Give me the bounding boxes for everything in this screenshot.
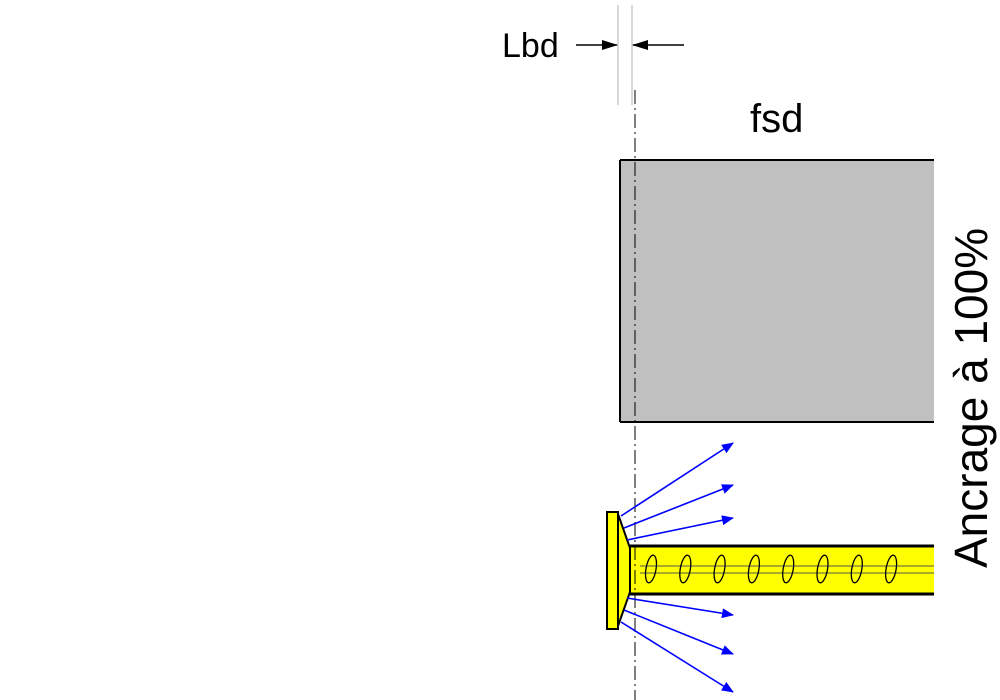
rebar-rib bbox=[747, 554, 761, 584]
force-arrow-upper-2 bbox=[623, 484, 734, 529]
force-arrow-lower-3 bbox=[620, 621, 734, 693]
rebar-rib bbox=[679, 554, 692, 584]
rebar bbox=[630, 544, 934, 596]
lbd-dimension: Lbd bbox=[502, 5, 684, 105]
rebar-rib bbox=[850, 554, 863, 584]
stress-block bbox=[620, 160, 934, 422]
force-arrow-upper-1 bbox=[620, 442, 734, 517]
anchor-plate bbox=[606, 511, 619, 630]
anchor-head-cone bbox=[617, 513, 631, 627]
rebar-rib bbox=[884, 554, 898, 584]
rebar-rib bbox=[713, 554, 726, 584]
lbd-label: Lbd bbox=[502, 27, 559, 65]
fsd-label: fsd bbox=[750, 97, 803, 141]
rebar-ribs bbox=[644, 554, 898, 584]
force-arrow-upper-3 bbox=[626, 515, 734, 541]
force-arrows bbox=[620, 442, 734, 693]
force-arrow-lower-1 bbox=[626, 597, 734, 619]
rebar-body bbox=[630, 546, 934, 594]
force-arrow-lower-2 bbox=[623, 609, 734, 655]
anchorage-label: Ancrage à 100% bbox=[945, 228, 997, 568]
rebar-rib bbox=[782, 554, 795, 584]
rebar-rib bbox=[816, 554, 829, 584]
rebar-rib bbox=[644, 554, 658, 584]
